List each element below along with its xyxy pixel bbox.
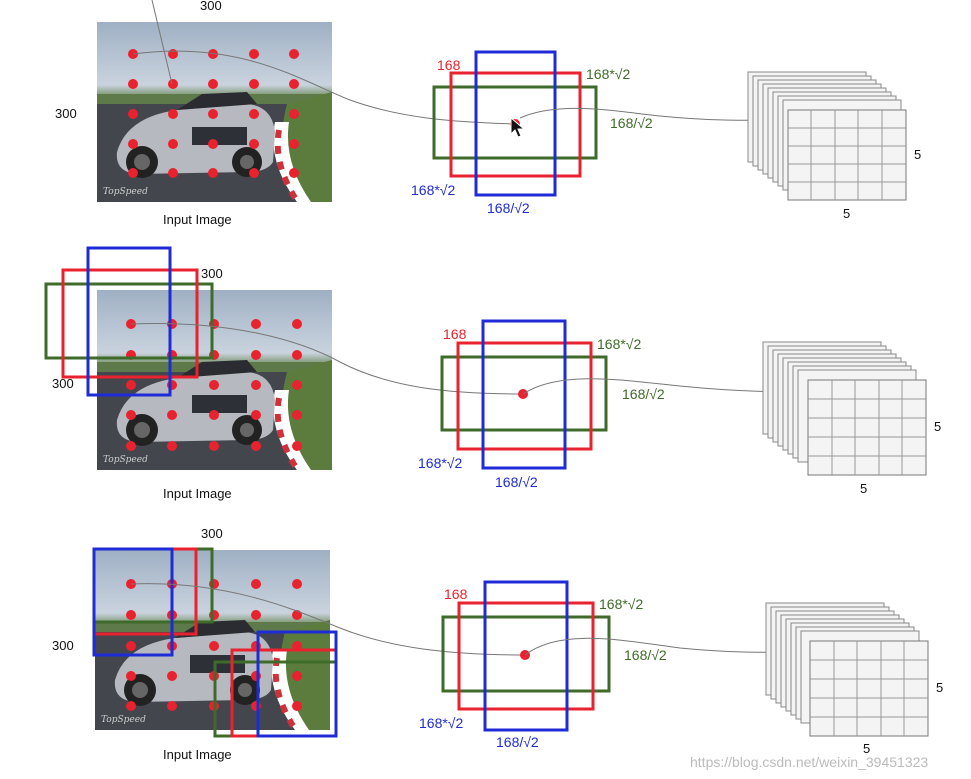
blue-box-left-label: 168*√2 xyxy=(419,715,463,731)
pointer-line xyxy=(151,0,173,85)
watermark: https://blog.csdn.net/weixin_39451323 xyxy=(690,754,928,770)
row-3: 300 300 Input Image 168 168*√2 168/√2 16… xyxy=(52,526,943,762)
blue-box-left-label: 168*√2 xyxy=(411,182,455,198)
image-anchor-boxes xyxy=(92,547,338,738)
blue-box-left-label: 168*√2 xyxy=(418,455,462,471)
image-caption: Input Image xyxy=(163,212,232,227)
grid-width-label: 5 xyxy=(863,741,870,756)
grid-height-label: 5 xyxy=(914,147,921,162)
grid-height-label: 5 xyxy=(934,419,941,434)
red-box-label: 168 xyxy=(444,586,468,602)
image-caption: Input Image xyxy=(163,747,232,762)
green-box-top-label: 168*√2 xyxy=(597,336,641,352)
image-width-label: 300 xyxy=(201,266,223,281)
grid-height-label: 5 xyxy=(936,680,943,695)
dot-grid xyxy=(128,49,299,178)
anchor-boxes xyxy=(440,319,608,470)
red-box-label: 168 xyxy=(437,57,461,73)
image-anchor-boxes xyxy=(44,246,214,397)
green-box-top-label: 168*√2 xyxy=(599,596,643,612)
image-height-label: 300 xyxy=(52,638,74,653)
red-anchor-box xyxy=(449,71,582,178)
grid-width-label: 5 xyxy=(860,481,867,496)
feature-map-stack xyxy=(747,71,907,201)
image-caption: Input Image xyxy=(163,486,232,501)
blue-box-bottom-label: 168/√2 xyxy=(487,200,530,216)
anchor-boxes xyxy=(432,50,598,197)
row-1: 300 300 Input Image 168 168*√2 168/√2 16… xyxy=(55,0,921,227)
anchor-boxes xyxy=(441,580,611,732)
green-anchor-box xyxy=(432,85,598,160)
blue-box-bottom-label: 168/√2 xyxy=(496,734,539,750)
green-box-right-label: 168/√2 xyxy=(622,386,665,402)
blue-anchor-box xyxy=(474,50,557,197)
feature-map-stack xyxy=(765,602,929,737)
green-box-top-label: 168*√2 xyxy=(586,66,630,82)
feature-map-stack xyxy=(762,341,927,476)
connector-line xyxy=(130,583,526,656)
blue-box-bottom-label: 168/√2 xyxy=(495,474,538,490)
red-box-label: 168 xyxy=(443,326,467,342)
image-width-label: 300 xyxy=(200,0,222,13)
image-height-label: 300 xyxy=(52,376,74,391)
mouse-cursor-icon xyxy=(510,116,526,138)
image-width-label: 300 xyxy=(201,526,223,541)
grid-width-label: 5 xyxy=(843,206,850,221)
green-box-right-label: 168/√2 xyxy=(624,647,667,663)
green-box-right-label: 168/√2 xyxy=(610,115,653,131)
image-height-label: 300 xyxy=(55,106,77,121)
row-2: 300 300 Input Image 168 168*√2 168/√2 16… xyxy=(44,246,941,501)
